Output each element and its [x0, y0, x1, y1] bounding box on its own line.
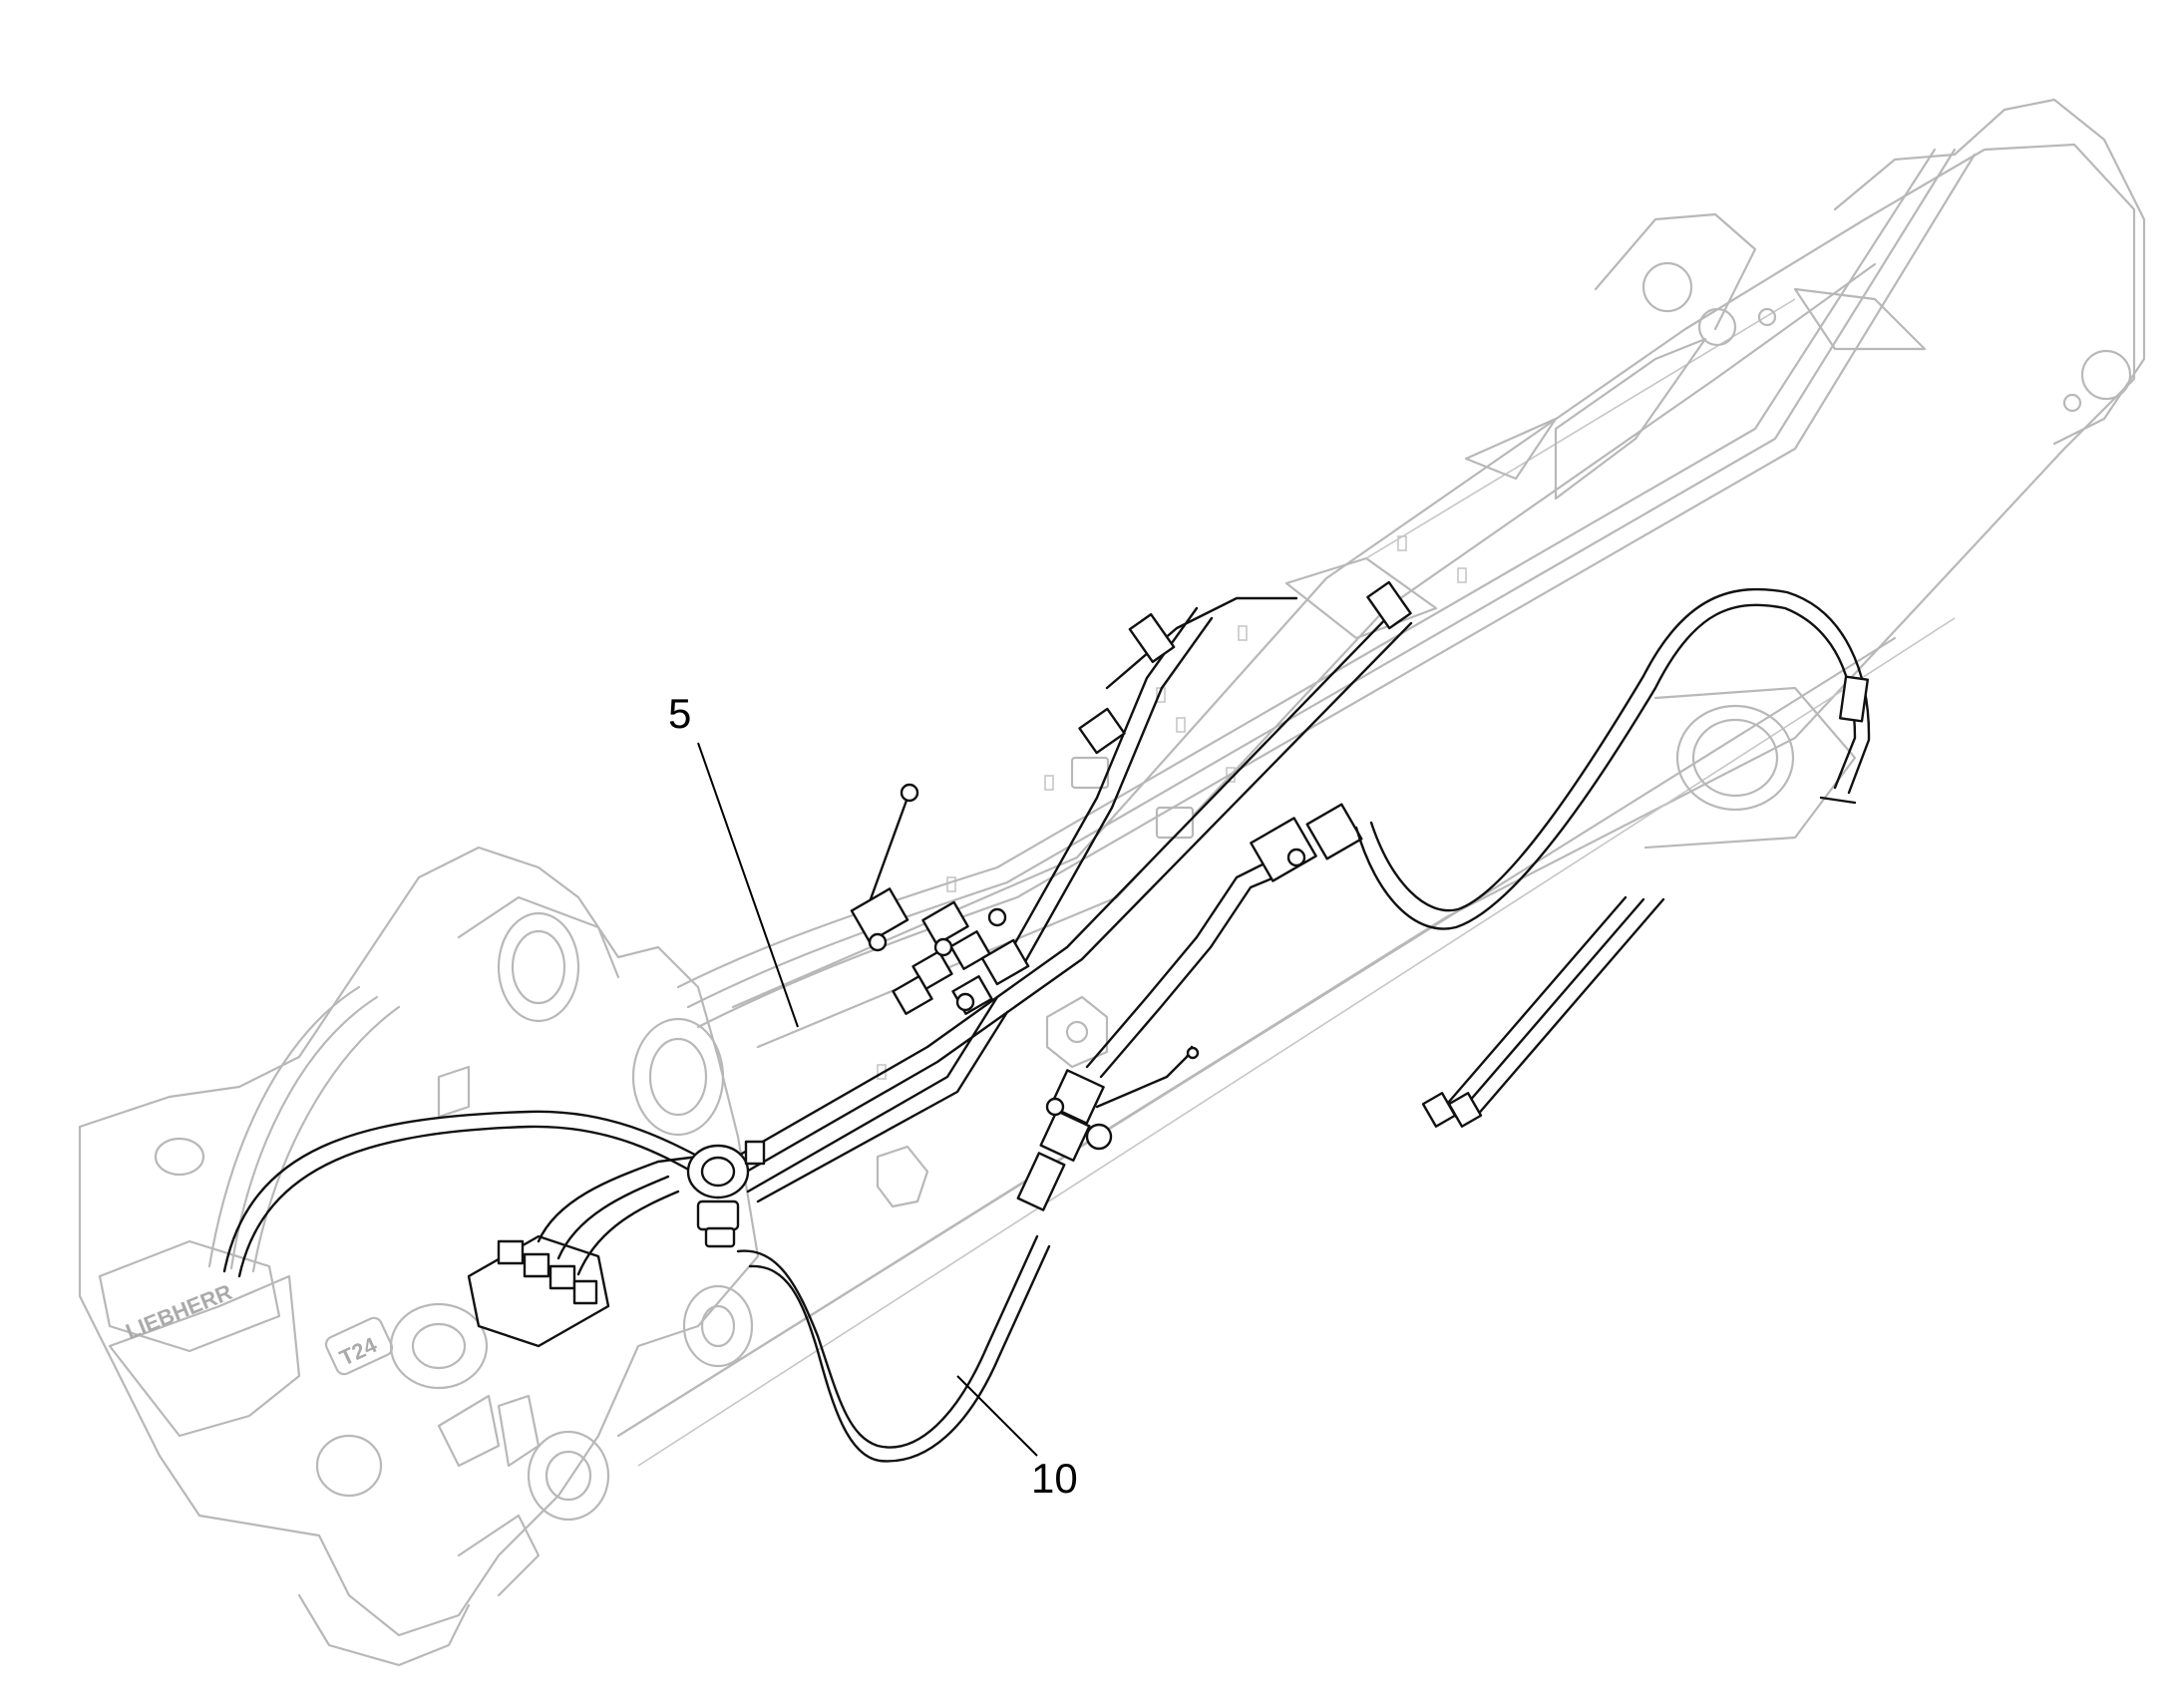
- callout-5: 5: [668, 690, 692, 737]
- callout-leaders: [697, 742, 1038, 1457]
- t24-plate: T24: [336, 1332, 382, 1371]
- hose-item-10: [736, 587, 1871, 1463]
- boom-outline: [616, 98, 2146, 1467]
- lower-valve-block: [467, 1155, 700, 1348]
- coupler-hoses: [207, 148, 1977, 1273]
- liebherr-logo: LIEBHERR: [122, 1279, 235, 1344]
- leader-5: [697, 742, 799, 1028]
- leader-10: [956, 1375, 1038, 1457]
- quick-coupler-outline: LIEBHERR T24: [78, 846, 760, 1667]
- swivel-fitting: [686, 1140, 766, 1248]
- hose-item-5: [222, 580, 1413, 1278]
- callout-10: 10: [1031, 1455, 1078, 1502]
- manifold-cluster: [850, 887, 1030, 1015]
